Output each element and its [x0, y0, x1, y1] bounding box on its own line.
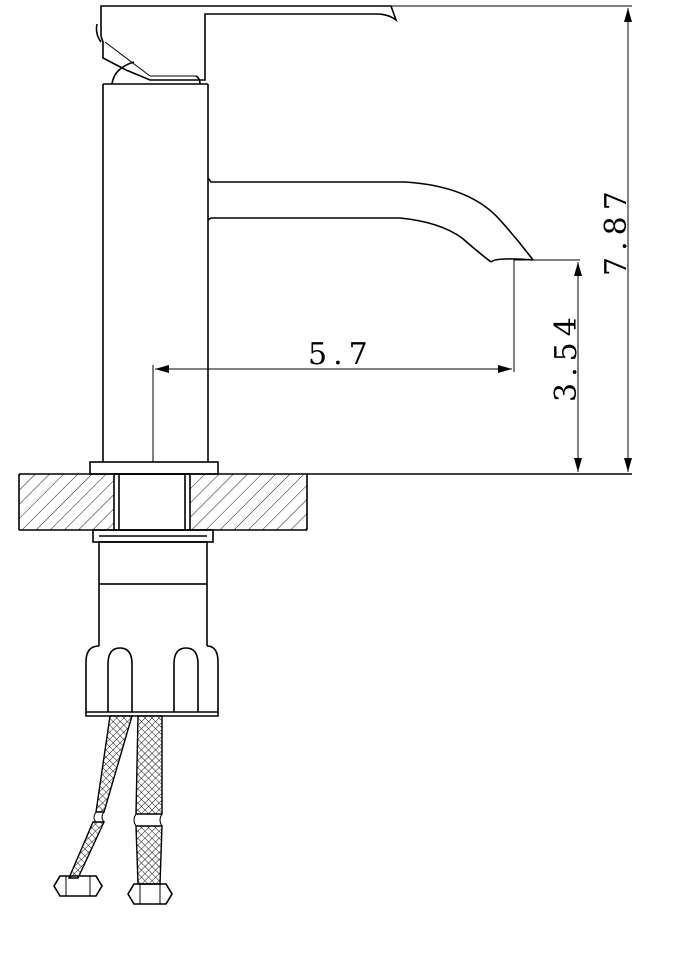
dimension-spout-height: 3.54: [514, 259, 584, 472]
base-flange: [89, 461, 219, 475]
dimension-spout-reach: 5.7: [152, 260, 515, 462]
spout-height-label: 3.54: [549, 311, 584, 402]
supply-hose-right: [127, 715, 173, 905]
spout-reach-label: 5.7: [308, 337, 374, 372]
faucet-body: [102, 83, 209, 462]
washer: [92, 529, 214, 543]
mounting-nut: [85, 541, 219, 717]
dimension-total-height: 7.87: [388, 5, 634, 472]
faucet-spout: [207, 177, 534, 263]
supply-hose-left: [53, 715, 133, 897]
mounting-shank: [113, 473, 191, 531]
countertop-section: [18, 473, 632, 531]
handle-lever: [95, 5, 398, 85]
total-height-label: 7.87: [599, 185, 634, 276]
